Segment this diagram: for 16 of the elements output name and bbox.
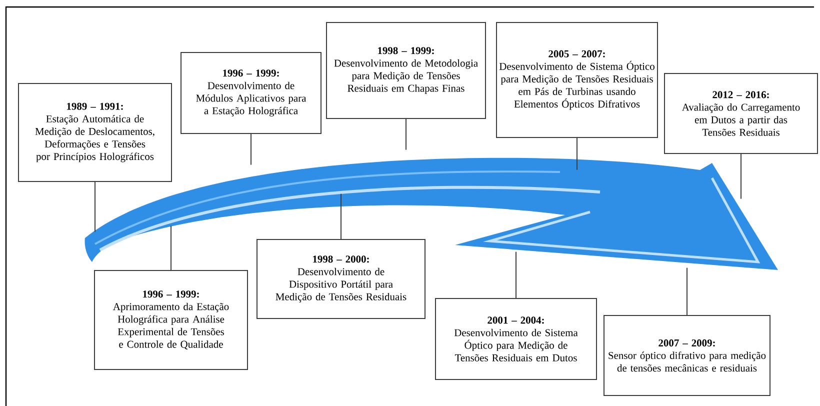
leader-line bbox=[250, 134, 252, 166]
leader-line bbox=[340, 193, 342, 240]
event-box: 1998 – 1999: Desenvolvimento de Metodologia para Medição de Tensões Residuais em Chapas Finas bbox=[326, 22, 486, 119]
event-box: 1989 – 1991: Estação Automática de Medição de Deslocamentos, Deformações e Tensões por Princípios Holográficos bbox=[18, 83, 172, 182]
event-box: 1998 – 2000: Desenvolvimento de Dispositivo Portátil para Medição de Tensões Residuais bbox=[256, 239, 426, 319]
event-box: 1996 – 1999: Aprimoramento da Estação Holográfica para Análise Experimental de Tensões e Controle de Qualidade bbox=[94, 270, 248, 370]
leader-line bbox=[686, 267, 688, 316]
leader-line bbox=[170, 225, 172, 270]
leader-line bbox=[94, 182, 96, 232]
leader-line bbox=[740, 154, 742, 200]
event-box: 2007 – 2009: Sensor óptico difrativo para medição de tensões mecânicas e residuais bbox=[604, 315, 770, 396]
event-box: 2001 – 2004: Desenvolvimento de Sistema Óptico para Medição de Tensões Residuais em Dutos bbox=[435, 298, 597, 380]
event-box: 1996 – 1999: Desenvolvimento de Módulos Aplicativos para a Estação Holográfica bbox=[180, 52, 322, 134]
leader-line bbox=[576, 138, 578, 170]
event-box: 2012 – 2016: Avaliação do Carregamento em Dutos a partir das Tensões Residuais bbox=[664, 73, 818, 154]
event-box: 2005 – 2007: Desenvolvimento de Sistema Óptico para Medição de Tensões Residuais em Pás de Turbinas usando Elementos Ópticos Difrativos bbox=[496, 22, 658, 138]
